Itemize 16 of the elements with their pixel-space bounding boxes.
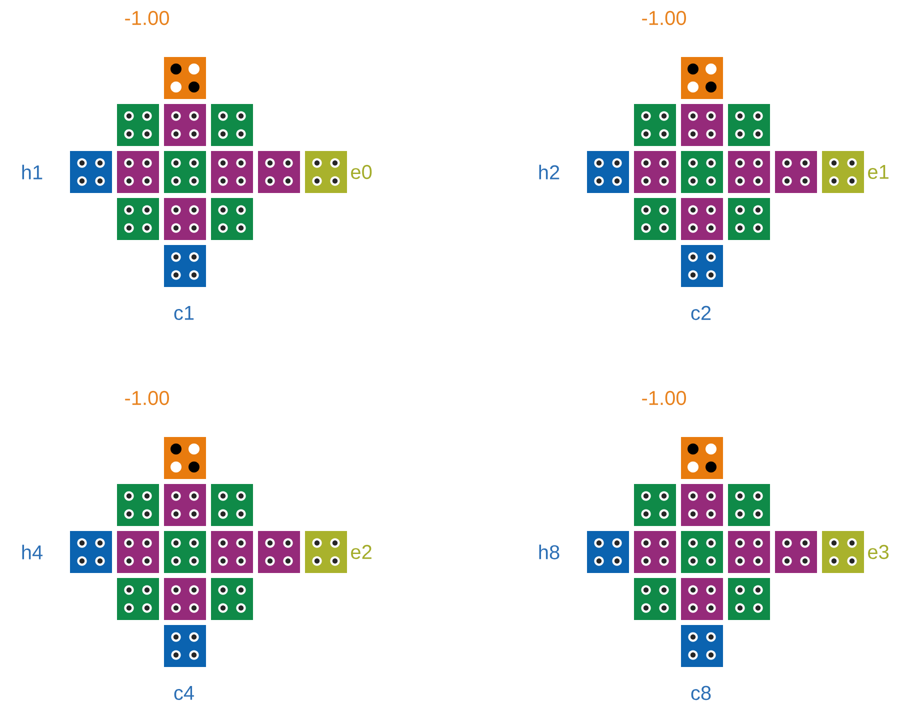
column-label: c2 [691, 306, 711, 320]
value-label: -1.00 [642, 390, 686, 406]
value-label: -1.00 [125, 390, 169, 406]
row-label: h8 [539, 544, 560, 560]
column-label: c1 [174, 306, 194, 320]
row-label: e0 [351, 164, 372, 180]
row-label: e1 [868, 165, 888, 179]
column-label: c8 [691, 686, 711, 700]
row-label: e2 [351, 544, 372, 560]
column-label: c4 [174, 686, 194, 700]
value-label: -1.00 [642, 10, 686, 26]
row-label: h2 [539, 164, 560, 180]
value-label: -1.00 [125, 10, 169, 26]
row-label: h4 [22, 544, 43, 560]
row-label: h1 [22, 164, 42, 180]
row-label: e3 [868, 544, 889, 560]
